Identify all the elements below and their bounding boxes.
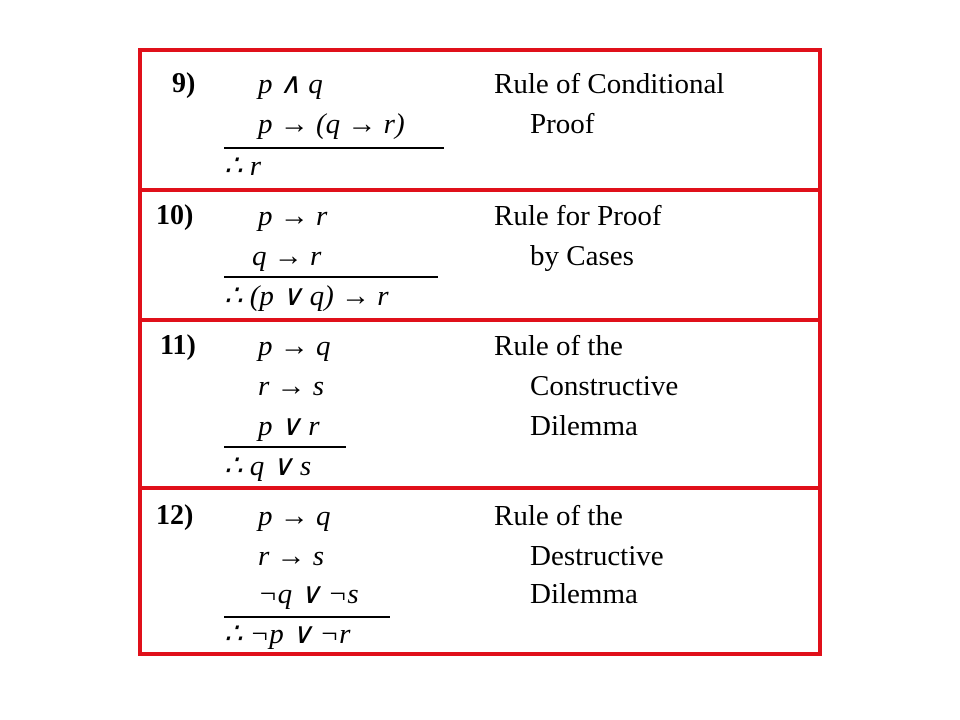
rule-name-line: Rule of the: [494, 330, 623, 362]
premise: p ∧ q: [258, 68, 323, 100]
premise: p → r: [258, 200, 328, 232]
rule-name-line: by Cases: [530, 240, 634, 272]
rule-number: 10): [156, 200, 194, 231]
rule-9-box: 9) p ∧ q p → (q → r) ∴ r Rule of Conditi…: [138, 48, 822, 192]
conclusion: ∴ (p ∨ q) → r: [224, 280, 389, 312]
rule-11-box: 11) p → q r → s p ∨ r ∴ q ∨ s Rule of th…: [138, 318, 822, 490]
premise: q → r: [252, 240, 322, 272]
inference-bar: [224, 616, 390, 618]
conclusion: ∴ q ∨ s: [224, 450, 312, 482]
rule-10-box: 10) p → r q → r ∴ (p ∨ q) → r Rule for P…: [138, 188, 822, 322]
conclusion: ∴ ¬p ∨ ¬r: [224, 618, 351, 650]
conclusion: ∴ r: [224, 150, 261, 182]
rule-name-line: Rule for Proof: [494, 200, 662, 232]
rule-name-line: Destructive: [530, 540, 664, 572]
premise: p → q: [258, 500, 331, 532]
rule-name-line: Proof: [530, 108, 595, 140]
premise: p → (q → r): [258, 108, 405, 140]
inference-bar: [224, 276, 438, 278]
inference-bar: [224, 147, 444, 149]
rule-name-line: Dilemma: [530, 410, 638, 442]
rule-name-line: Constructive: [530, 370, 679, 402]
premise: r → s: [258, 540, 325, 572]
rule-number: 9): [172, 68, 196, 99]
premise: r → s: [258, 370, 325, 402]
premise: ¬q ∨ ¬s: [258, 578, 359, 610]
rule-name-line: Rule of Conditional: [494, 68, 725, 100]
rule-name-line: Dilemma: [530, 578, 638, 610]
rule-number: 11): [160, 330, 196, 361]
rule-12-box: 12) p → q r → s ¬q ∨ ¬s ∴ ¬p ∨ ¬r Rule o…: [138, 486, 822, 656]
rule-name-line: Rule of the: [494, 500, 623, 532]
rule-number: 12): [156, 500, 194, 531]
premise: p → q: [258, 330, 331, 362]
inference-bar: [224, 446, 346, 448]
premise: p ∨ r: [258, 410, 320, 442]
